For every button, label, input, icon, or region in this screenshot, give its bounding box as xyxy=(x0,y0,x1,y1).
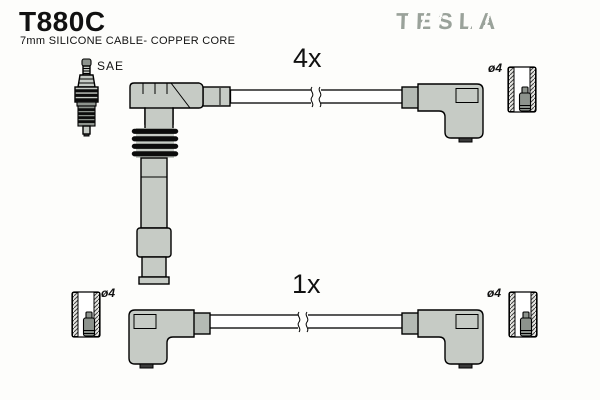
diameter-label-top: ø4 xyxy=(488,61,503,75)
diameter-label-bottom-left: ø4 xyxy=(101,286,116,300)
diameter-label-bottom-right: ø4 xyxy=(487,286,502,300)
cable-break-icon xyxy=(297,311,309,333)
ignition-cable-top xyxy=(229,86,407,108)
part-code: T880C xyxy=(19,6,106,37)
part-subtitle: 7mm SILICONE CABLE- COPPER CORE xyxy=(20,35,236,47)
quantity-label-bottom: 1x xyxy=(292,269,321,299)
coil-boot-bottom-right-drawing xyxy=(401,309,484,369)
terminal-cup-icon xyxy=(507,66,537,113)
sae-label: SAE xyxy=(97,59,125,73)
coil-boot-bottom-left-drawing xyxy=(128,309,211,369)
brand-logo: TESLA xyxy=(395,8,502,35)
brand-stencil-overlay xyxy=(395,8,502,35)
spark-plug-icon xyxy=(74,58,99,137)
coil-boot-top-drawing xyxy=(401,83,484,143)
cable-break-icon xyxy=(310,86,322,108)
spark-plug-boot-drawing xyxy=(129,82,231,285)
quantity-label-top: 4x xyxy=(293,43,322,73)
ignition-cable-bottom xyxy=(207,311,406,333)
terminal-cup-icon xyxy=(508,291,538,338)
terminal-cup-icon xyxy=(71,291,101,338)
